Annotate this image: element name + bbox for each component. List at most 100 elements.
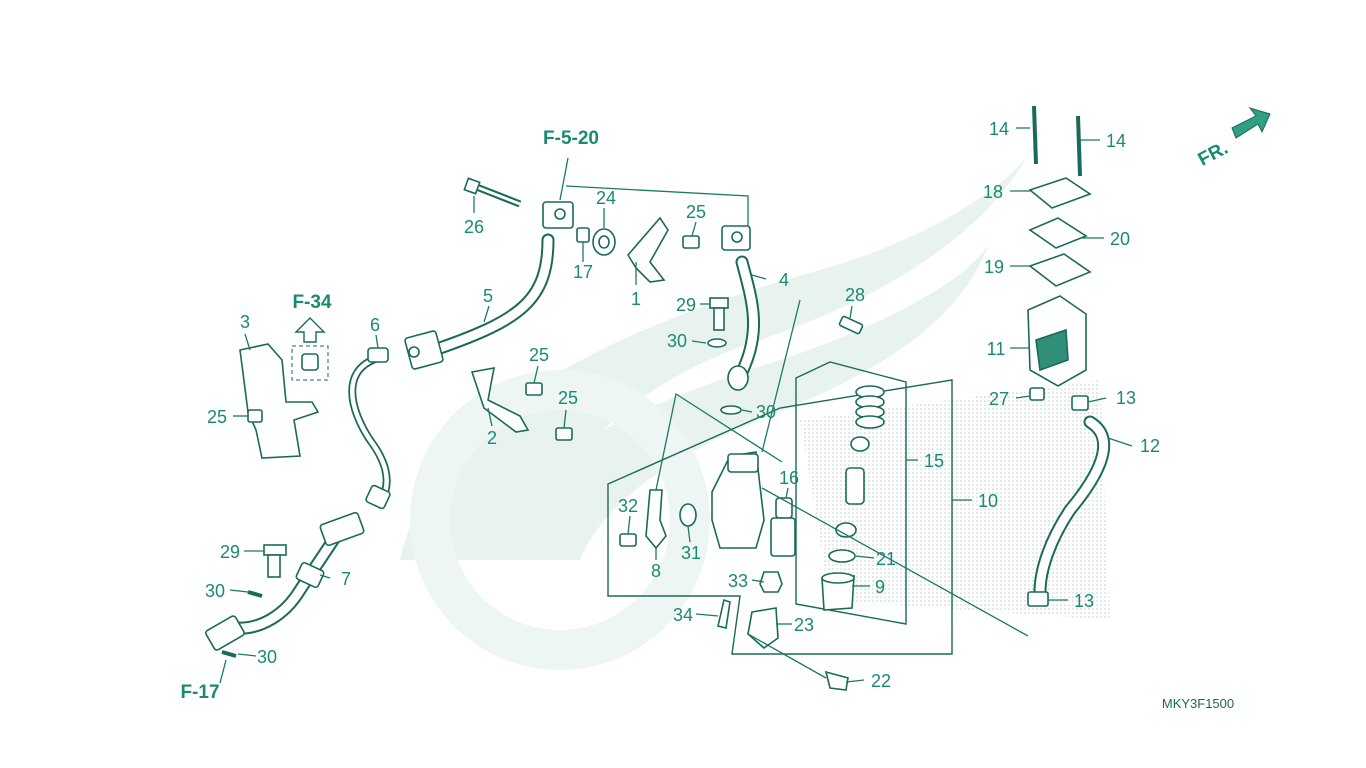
bolt-29-shank: [713, 307, 725, 331]
ref-f17[interactable]: F-17: [180, 682, 219, 703]
bolt-25-low: [555, 427, 573, 441]
bolt-29-left-shank: [267, 554, 281, 578]
callout-25-top: 25: [686, 202, 706, 222]
bolt-28: [838, 315, 864, 335]
bolt-25-mid: [525, 382, 543, 396]
callout-24: 24: [596, 188, 616, 208]
reservoir-window: [1035, 328, 1069, 372]
clip-icon: [301, 353, 319, 371]
hose-5: [433, 233, 555, 355]
callout-21: 21: [876, 549, 896, 569]
cap-18: [1028, 177, 1092, 209]
callout-30-d: 30: [257, 647, 277, 667]
bolt-29-left-head: [263, 544, 287, 556]
callout-14-right: 14: [1106, 131, 1126, 151]
front-label: FR.: [1195, 138, 1232, 171]
plate-20: [1028, 217, 1088, 249]
spring-seat: [850, 436, 870, 452]
callout-17: 17: [573, 262, 593, 282]
spring-15: [855, 385, 885, 429]
bolt-29-top: [709, 297, 729, 309]
pushrod-16-body: [770, 517, 796, 557]
callout-29-top: 29: [676, 295, 696, 315]
bolt-25-top: [682, 235, 700, 249]
front-arrow-icon: [1231, 107, 1271, 139]
hose-6-end-bottom: [365, 484, 391, 510]
secondary-cup: [835, 522, 857, 538]
diaphragm-19: [1028, 253, 1092, 287]
leader-lines: [219, 127, 1133, 684]
washer-30-a: [707, 338, 727, 348]
washer-30-left-top: [247, 590, 263, 598]
arrow-up-icon: [294, 317, 326, 343]
clamp-13-top: [1071, 395, 1089, 411]
callout-16: 16: [779, 468, 799, 488]
bolt-25-left: [247, 409, 263, 423]
banjo-hole-icon: [408, 346, 420, 358]
callout-12: 12: [1140, 436, 1160, 456]
callout-33: 33: [728, 571, 748, 591]
callout-4: 4: [779, 270, 789, 290]
stay-1: [627, 216, 669, 283]
callout-30-a: 30: [667, 331, 687, 351]
callout-32: 32: [618, 496, 638, 516]
f34-box: [291, 345, 329, 381]
guard-3: [239, 343, 320, 459]
hose-6-end-top: [367, 347, 389, 363]
hose-6: [348, 354, 391, 504]
callout-25-left: 25: [207, 407, 227, 427]
callout-8: 8: [651, 561, 661, 581]
washer-30-b: [720, 405, 742, 415]
hose-12: [1033, 415, 1111, 599]
ref-f34[interactable]: F-34: [292, 292, 332, 313]
callout-27: 27: [989, 389, 1009, 409]
banjo-fitting-5b: [404, 330, 444, 370]
callout-13-top: 13: [1116, 388, 1136, 408]
boot-9-top: [821, 572, 855, 584]
callout-26: 26: [464, 217, 484, 237]
hose-4: [735, 255, 760, 379]
callout-34: 34: [673, 605, 693, 625]
piston-set-box: [795, 361, 907, 625]
callout-19: 19: [984, 257, 1004, 277]
bolt-27: [1029, 387, 1045, 401]
callout-7: 7: [341, 569, 351, 589]
callout-23: 23: [794, 615, 814, 635]
collar-17: [576, 227, 590, 243]
callout-31: 31: [681, 543, 701, 563]
joint-8: [645, 489, 667, 550]
callout-10: 10: [978, 491, 998, 511]
callout-18: 18: [983, 182, 1003, 202]
callout-29-left: 29: [220, 542, 240, 562]
pushrod-16-top: [775, 497, 793, 519]
banjo-hole-icon: [554, 208, 566, 220]
screw-14-a: [1032, 105, 1038, 165]
callout-15: 15: [924, 451, 944, 471]
bolt-26: [463, 177, 522, 208]
piston-15: [845, 467, 865, 505]
callout-30-c: 30: [205, 581, 225, 601]
master-cylinder-box: [607, 379, 953, 655]
callout-3: 3: [240, 312, 250, 332]
callout-11: 11: [987, 339, 1006, 359]
banjo-7: [205, 615, 245, 651]
master-cylinder-top: [727, 453, 759, 473]
pin-34: [717, 598, 731, 629]
callout-1: 1: [631, 289, 641, 309]
sleeve-7: [295, 561, 325, 589]
bolt-32: [619, 533, 637, 547]
screw-14-b: [1076, 115, 1082, 177]
oring-31: [679, 503, 697, 527]
callout-labels: 1 2 3 4 5 6 7 8 9 10 11 12 13 13 14 14 1…: [205, 119, 1160, 691]
grommet-hole: [598, 235, 610, 249]
ref-f5-20[interactable]: F-5-20: [543, 128, 599, 149]
banjo-hole-icon: [731, 231, 743, 243]
banjo-4-lower: [727, 365, 749, 391]
callout-2: 2: [487, 428, 497, 448]
callout-14-left: 14: [989, 119, 1009, 139]
callout-25-low: 25: [558, 388, 578, 408]
cotter-22: [824, 670, 849, 691]
hose-7: [228, 523, 347, 635]
clamp-7: [319, 511, 365, 547]
